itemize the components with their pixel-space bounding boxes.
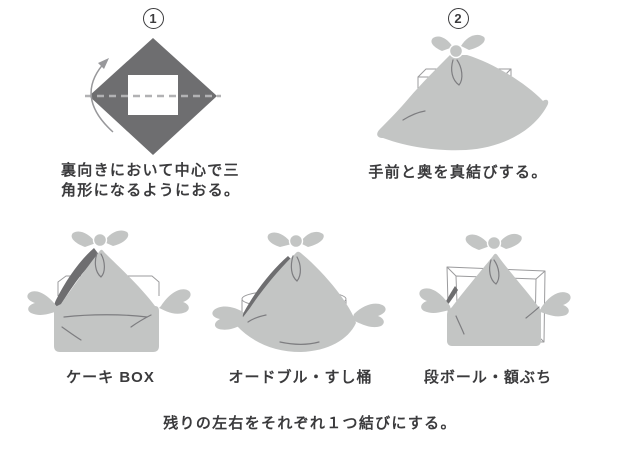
example-label-sushi-tub: オードブル・すし桶 — [228, 369, 373, 386]
circled-number-2: 2 — [447, 8, 469, 29]
step-2-first-knot-illustration — [377, 34, 549, 151]
cloth-creases — [455, 306, 540, 335]
draped-cloth-body — [377, 55, 549, 151]
example-label-cardboard-frame: 段ボール・額ぶち — [423, 369, 553, 386]
top-knot — [465, 233, 522, 285]
step-1-caption: 裏向きにおいて中心で三 角形になるようにおる。 — [61, 161, 240, 201]
wrapped-cloth-body — [447, 253, 541, 346]
step-2-caption-line-1: 手前と奥を真結びする。 — [368, 164, 548, 181]
wrapped-sushi-tub-illustration — [212, 231, 386, 352]
cloth-creases — [61, 314, 152, 341]
top-knot — [267, 231, 324, 282]
top-knot — [431, 34, 485, 86]
step-2-number: 2 — [363, 8, 553, 29]
circled-number-1: 1 — [142, 8, 164, 29]
side-knots — [419, 288, 571, 317]
wrapped-cloth-body — [54, 249, 159, 352]
wrapped-cake-box-illustration — [27, 230, 191, 352]
step-1-flat-cloth-illustration — [85, 38, 221, 155]
top-knot — [71, 230, 129, 278]
cloth-fold-shadow — [54, 248, 100, 308]
wrapped-frame-illustration — [419, 233, 571, 346]
step-1-caption-line-2: 角形になるようにおる。 — [61, 182, 241, 199]
fold-arrow-icon — [90, 58, 114, 133]
step-1-caption-line-1: 裏向きにおいて中心で三 — [61, 162, 240, 179]
wrapped-cloth-body — [237, 251, 356, 352]
step-2-caption: 手前と奥を真結びする。 — [363, 163, 553, 183]
side-knots — [27, 289, 191, 315]
example-label-cake-box: ケーキ BOX — [66, 369, 155, 386]
footer-caption: 残りの左右をそれぞれ１つ結びにする。 — [163, 415, 457, 432]
cloth-crease — [402, 110, 426, 121]
step-1-number: 1 — [43, 8, 263, 29]
cloth-creases — [247, 314, 320, 345]
